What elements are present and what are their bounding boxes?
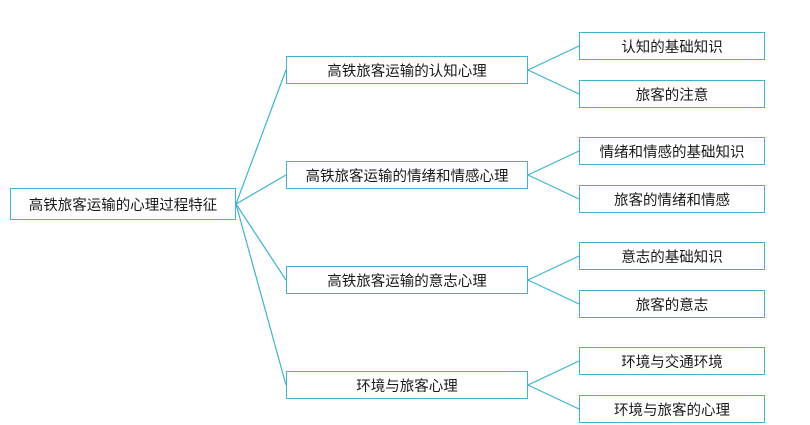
leaf-label: 认知的基础知识 bbox=[621, 39, 723, 56]
branch-node-environment: 环境与旅客心理 bbox=[286, 371, 528, 399]
connector-branch-to-leaf bbox=[527, 384, 580, 410]
leaf-label: 旅客的意志 bbox=[635, 297, 709, 314]
leaf-label: 旅客的情绪和情感 bbox=[614, 192, 730, 209]
leaf-label: 情绪和情感的基础知识 bbox=[599, 144, 745, 161]
connector-branch-to-leaf bbox=[527, 255, 580, 281]
branch-label: 高铁旅客运输的情绪和情感心理 bbox=[305, 168, 509, 185]
leaf-node: 旅客的情绪和情感 bbox=[579, 185, 765, 213]
leaf-label: 旅客的注意 bbox=[635, 87, 709, 104]
root-label: 高铁旅客运输的心理过程特征 bbox=[28, 197, 218, 214]
branch-node-cognition: 高铁旅客运输的认知心理 bbox=[286, 56, 528, 84]
connector-branch-to-leaf bbox=[527, 174, 580, 200]
connector-branch-to-leaf bbox=[527, 45, 580, 71]
leaf-node: 旅客的意志 bbox=[579, 290, 765, 318]
connector-branch-to-leaf bbox=[527, 150, 580, 176]
connector-root-to-branch bbox=[235, 203, 287, 281]
leaf-label: 意志的基础知识 bbox=[621, 249, 723, 266]
connector-root-to-branch bbox=[235, 174, 287, 205]
branch-label: 高铁旅客运输的认知心理 bbox=[327, 63, 487, 80]
connector-root-to-branch bbox=[235, 203, 287, 386]
connector-branch-to-leaf bbox=[527, 360, 580, 386]
leaf-node: 认知的基础知识 bbox=[579, 32, 765, 60]
root-node: 高铁旅客运输的心理过程特征 bbox=[10, 188, 236, 220]
leaf-label: 环境与交通环境 bbox=[621, 354, 723, 371]
branch-label: 环境与旅客心理 bbox=[356, 378, 458, 395]
leaf-node: 意志的基础知识 bbox=[579, 242, 765, 270]
connector-branch-to-leaf bbox=[527, 69, 580, 95]
branch-node-emotion: 高铁旅客运输的情绪和情感心理 bbox=[286, 161, 528, 189]
leaf-node: 情绪和情感的基础知识 bbox=[579, 137, 765, 165]
leaf-node: 旅客的注意 bbox=[579, 80, 765, 108]
branch-node-will: 高铁旅客运输的意志心理 bbox=[286, 266, 528, 294]
leaf-node: 环境与旅客的心理 bbox=[579, 395, 765, 423]
leaf-label: 环境与旅客的心理 bbox=[614, 402, 730, 419]
connector-root-to-branch bbox=[235, 69, 287, 205]
connector-branch-to-leaf bbox=[527, 279, 580, 305]
branch-label: 高铁旅客运输的意志心理 bbox=[327, 273, 487, 290]
leaf-node: 环境与交通环境 bbox=[579, 347, 765, 375]
